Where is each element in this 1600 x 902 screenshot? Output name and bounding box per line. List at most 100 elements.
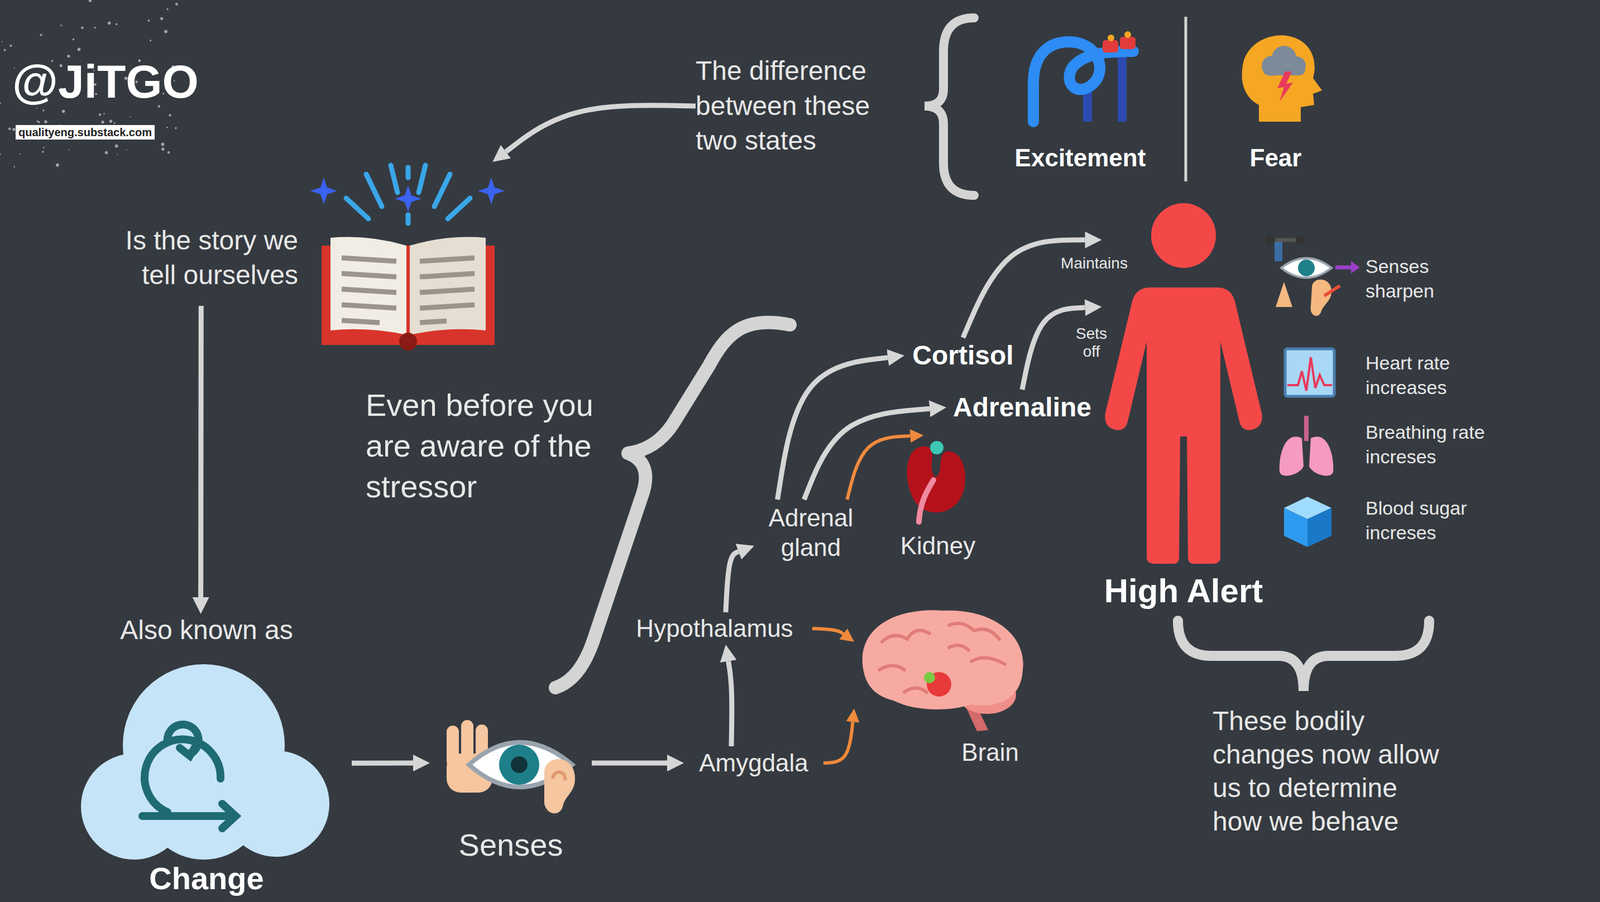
senses-icon (544, 759, 576, 814)
node-text: Adrenaline (952, 391, 1092, 424)
brain-icon (971, 658, 1005, 665)
node-box: Brain (854, 608, 1031, 768)
speckles (115, 144, 119, 148)
brain-icon (862, 610, 1024, 710)
logo-text: @JiTGO (12, 55, 197, 108)
brain-icon (923, 672, 936, 684)
speckles (68, 149, 70, 151)
node-box: Hypothalamus (616, 612, 813, 645)
speckles (0, 102, 2, 105)
connector-arrow (812, 628, 844, 635)
bottom-brace (1177, 620, 1430, 692)
kidney-icon (907, 441, 966, 522)
book-icon (409, 237, 486, 335)
note-text: Even before you are aware of the stresso… (365, 385, 612, 507)
change-cloud (142, 736, 266, 860)
book-icon (419, 321, 447, 323)
speckles (80, 26, 84, 30)
connector-arrow (591, 760, 668, 766)
change-cloud (80, 664, 330, 860)
speckles (12, 127, 16, 131)
book-icon (418, 165, 426, 193)
speckles (55, 163, 60, 167)
senses-mini-icon (1265, 235, 1276, 246)
node-box: Is the story we tell ourselves (66, 161, 497, 306)
divider-line (1185, 16, 1187, 182)
speckles (160, 17, 164, 21)
node-box: Excitement (1012, 33, 1149, 174)
connector-label: Sets off (1069, 323, 1114, 362)
node-text: Also known as (120, 614, 294, 647)
speckles (168, 113, 171, 117)
node-text: Adrenal gland (754, 503, 868, 563)
speckles (116, 154, 118, 156)
person-figure (1151, 203, 1216, 268)
fear-head-icon (1242, 35, 1322, 122)
book-icon (405, 214, 411, 224)
speckles (98, 113, 102, 116)
node-box: Amygdala (683, 746, 824, 780)
speckles (88, 0, 93, 3)
book-icon (346, 165, 471, 224)
speckles (166, 8, 169, 11)
book-icon (390, 165, 398, 193)
book-icon (310, 177, 505, 213)
node-box: Cortisol (904, 337, 1022, 374)
speckles (8, 127, 12, 131)
lungs-icon (1309, 436, 1334, 476)
bottom-brace (1177, 620, 1430, 692)
roller-coaster-icon (1119, 36, 1136, 50)
speckles (3, 49, 7, 52)
speckles (44, 120, 47, 124)
speckles (13, 166, 16, 169)
speckles (113, 122, 116, 124)
speckles (42, 109, 45, 112)
node-text: Amygdala (698, 748, 809, 779)
node-text: High Alert (1104, 571, 1263, 612)
speckles (93, 26, 96, 29)
node-text: Excitement (1014, 143, 1147, 174)
lungs-icon (1304, 415, 1309, 442)
senses-icon (499, 744, 540, 785)
brain-icon (862, 610, 1024, 732)
effect-text: Blood sugar increses (1365, 495, 1489, 545)
connector-arrow (803, 408, 930, 500)
speckles (161, 147, 165, 151)
roller-coaster-icon (1102, 40, 1119, 53)
speckles (164, 30, 168, 34)
speckles (9, 44, 12, 47)
senses-mini-icon (1274, 238, 1283, 262)
node-text: Senses (458, 827, 564, 863)
connector-arrow (728, 661, 732, 747)
book-icon (341, 257, 397, 262)
book-icon (394, 185, 422, 213)
speckles (126, 149, 128, 151)
heart-monitor-icon (1287, 357, 1333, 391)
brain-icon (879, 666, 905, 671)
node-text: Change (149, 861, 264, 897)
speckles (109, 119, 113, 123)
speckles (160, 142, 165, 146)
connector-arrow (823, 721, 853, 764)
book-icon (341, 304, 397, 309)
speckles (175, 2, 179, 6)
book-icon (366, 174, 382, 207)
speckles (115, 22, 118, 26)
brain-icon (949, 623, 1000, 640)
node-text: Is the story we tell ourselves (91, 223, 299, 294)
book-icon (434, 174, 450, 207)
lungs-icon (1279, 415, 1334, 476)
speckles (61, 109, 66, 113)
brain-icon (904, 688, 927, 693)
senses-mini-icon (1310, 279, 1332, 316)
roller-coaster-icon (1033, 41, 1134, 122)
senses-mini-icon (1351, 261, 1360, 274)
book-icon (341, 273, 397, 277)
speckles (0, 153, 1, 156)
speckles (166, 126, 169, 129)
sugar-cube-icon (1307, 508, 1332, 548)
speckles (104, 151, 109, 155)
change-cloud (222, 803, 236, 829)
top-brace (924, 17, 975, 196)
roller-coaster-icon (1124, 31, 1132, 38)
